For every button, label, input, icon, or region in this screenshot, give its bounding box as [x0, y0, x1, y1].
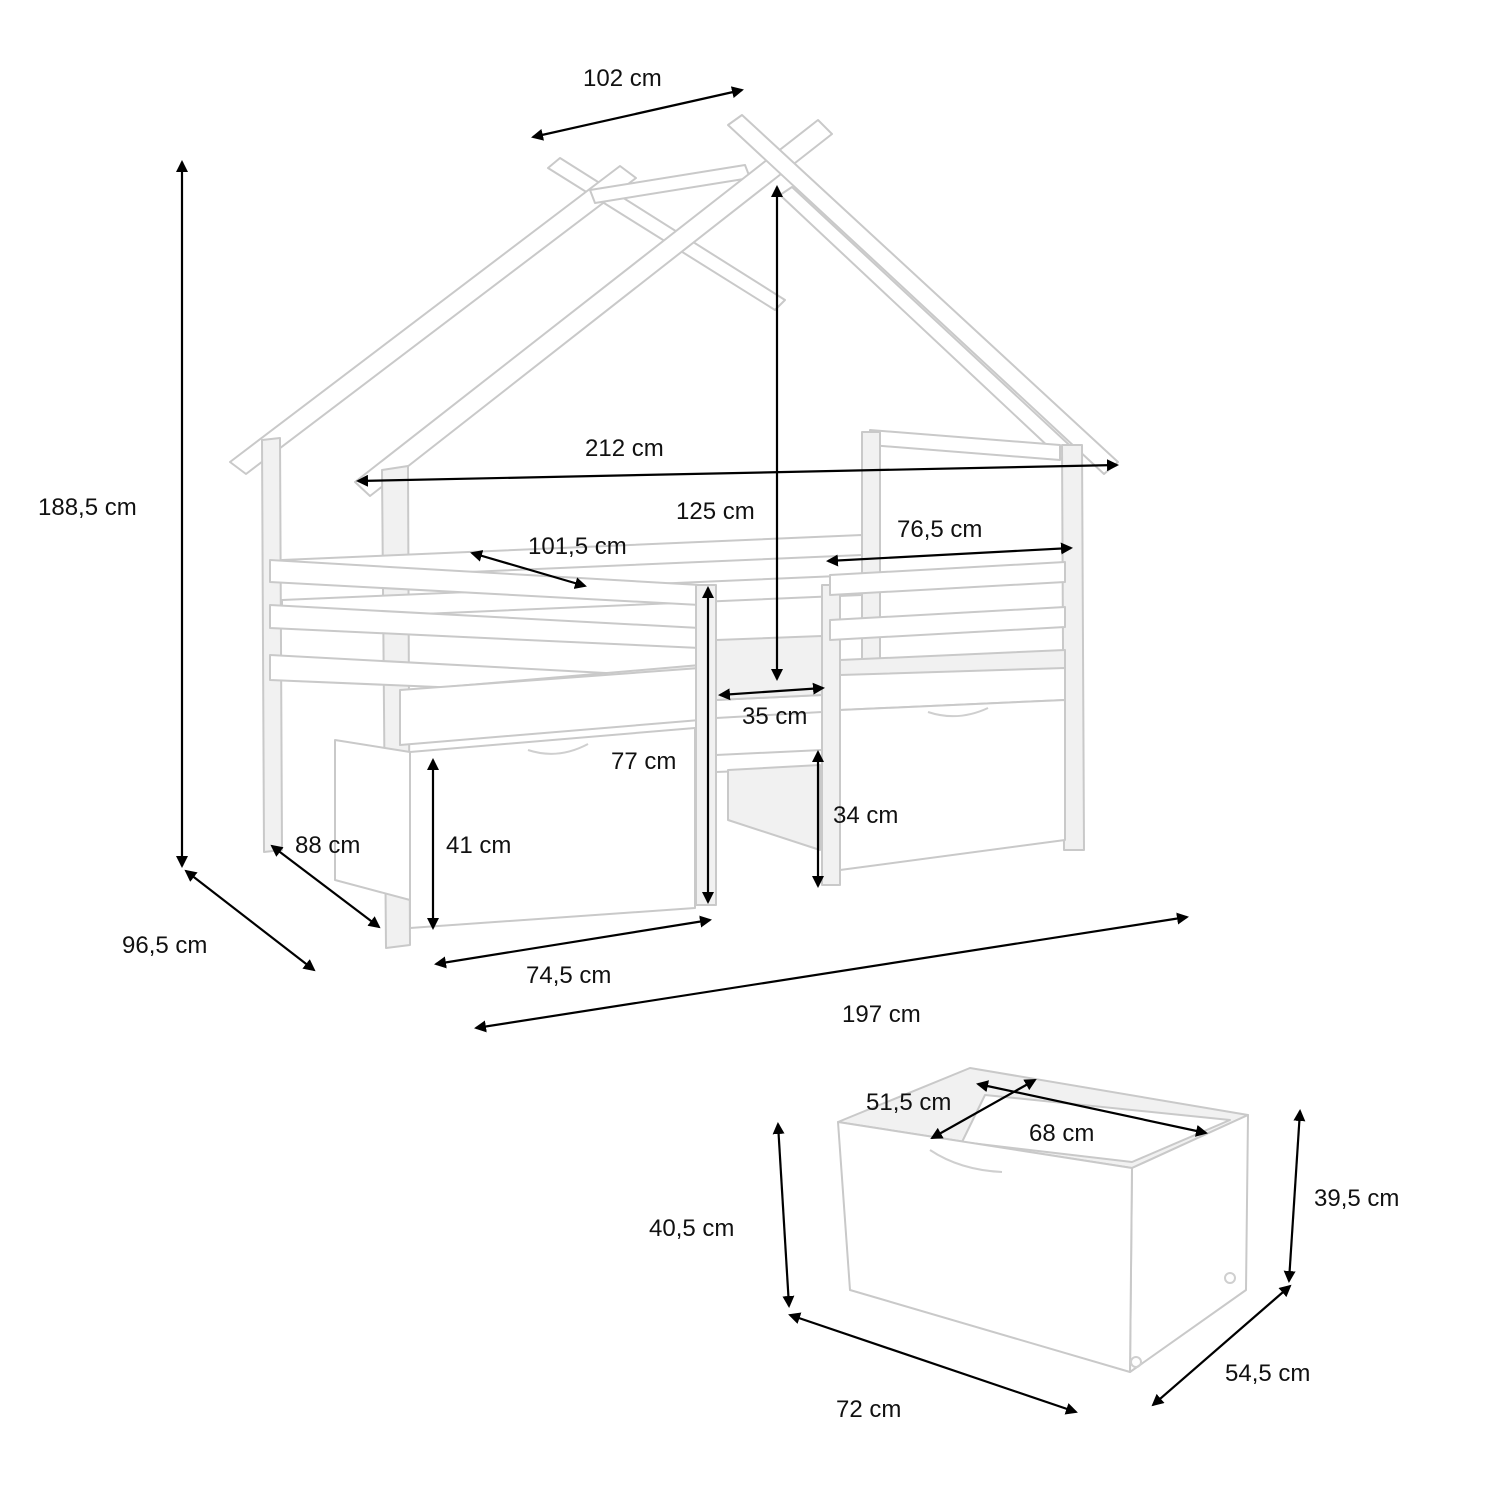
label-mid-height: 77 cm	[611, 748, 676, 775]
arrow-mattress-width	[470, 550, 587, 589]
arrow-drawer-length	[788, 1312, 1078, 1415]
label-step-height: 34 cm	[833, 802, 898, 829]
label-inner-height: 125 cm	[676, 498, 755, 525]
middle-slats	[715, 635, 823, 701]
label-roof-span: 212 cm	[585, 435, 664, 462]
label-drawer-depth: 54,5 cm	[1225, 1360, 1310, 1387]
dimension-arrows	[176, 86, 1306, 1415]
drawer-handle	[929, 1149, 1003, 1173]
arrow-roof-span	[356, 459, 1119, 487]
label-side-depth: 88 cm	[295, 832, 360, 859]
right-drawer-handle	[927, 707, 989, 718]
arrow-left-section	[434, 915, 712, 969]
arrow-drawer-front-height	[772, 1122, 795, 1308]
post-back-left	[261, 437, 283, 853]
label-drawer-front-height: 40,5 cm	[649, 1215, 734, 1242]
drawer-wheel-front	[1130, 1356, 1142, 1368]
drawer-front	[837, 1121, 1133, 1373]
label-roof-width: 102 cm	[583, 65, 662, 92]
back-rafter-right	[779, 186, 1081, 466]
arrow-roof-width	[531, 86, 744, 141]
dimension-labels: 102 cm 188,5 cm 212 cm 125 cm 101,5 cm 7…	[38, 65, 1399, 1423]
arrow-total-length	[474, 912, 1189, 1033]
label-total-height: 188,5 cm	[38, 494, 137, 521]
label-total-length: 197 cm	[842, 1001, 921, 1028]
right-top-crossbar	[869, 429, 1061, 461]
left-drawer-handle	[527, 743, 589, 755]
ladder-left-post	[695, 584, 717, 906]
arrow-ladder-width	[718, 682, 825, 701]
label-left-section: 74,5 cm	[526, 962, 611, 989]
front-rafter-left	[354, 119, 833, 497]
right-rail-2	[829, 606, 1066, 641]
arrow-total-depth	[184, 869, 316, 972]
label-drawer-length: 72 cm	[836, 1396, 901, 1423]
left-drawer-front	[409, 727, 696, 929]
right-drawer-front	[839, 699, 1066, 871]
label-drawer-height: 41 cm	[446, 832, 511, 859]
label-total-depth: 96,5 cm	[122, 932, 207, 959]
front-rafter-right	[727, 114, 1119, 475]
label-drawer-inner-depth: 51,5 cm	[866, 1089, 951, 1116]
arrow-drawer-depth	[1151, 1284, 1292, 1407]
drawer-wheel-back	[1224, 1272, 1236, 1284]
back-rafter-long-left	[229, 165, 637, 475]
arrow-side-depth	[270, 844, 381, 929]
arrow-right-section	[826, 542, 1073, 567]
label-drawer-inner-width: 68 cm	[1029, 1120, 1094, 1147]
arrow-drawer-inner-width	[976, 1080, 1208, 1137]
label-drawer-back-height: 39,5 cm	[1314, 1185, 1399, 1212]
bed-illustration	[229, 114, 1119, 949]
ladder-box	[727, 764, 821, 851]
label-mattress-width: 101,5 cm	[528, 533, 627, 560]
label-right-section: 76,5 cm	[897, 516, 982, 543]
left-drawer-side	[334, 739, 411, 901]
label-ladder-width: 35 cm	[742, 703, 807, 730]
arrow-drawer-back-height	[1283, 1109, 1306, 1283]
